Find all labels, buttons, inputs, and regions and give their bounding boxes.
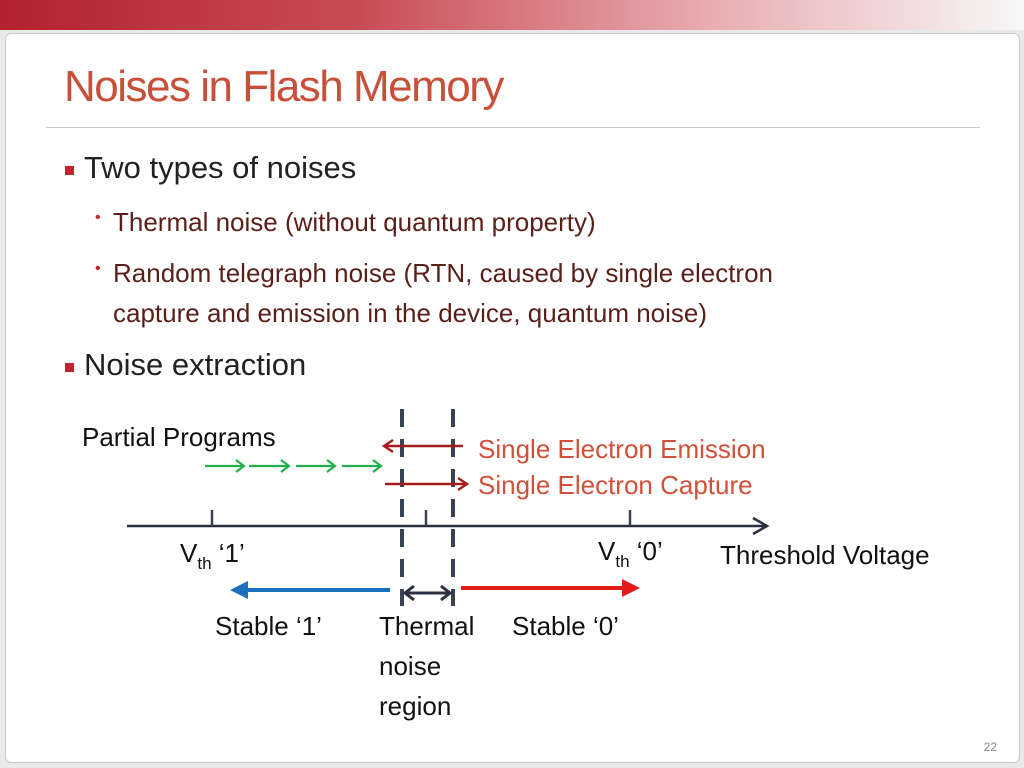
dot-bullet-icon: •: [95, 260, 101, 277]
single-electron-capture-label: Single Electron Capture: [478, 470, 753, 500]
vth-one-suffix: ‘1’: [218, 538, 245, 568]
thermal-label-line1: Thermal: [379, 611, 475, 641]
vth-one-label: Vth ‘1’: [180, 538, 245, 573]
thermal-label-line3: region: [379, 691, 452, 721]
top-gradient-bar: [0, 0, 1024, 30]
square-bullet-icon: [65, 166, 74, 175]
vth-base: V: [180, 538, 198, 568]
slide: Noises in Flash Memory Two types of nois…: [5, 33, 1020, 763]
thermal-region-double-arrow: [402, 584, 453, 602]
thermal-label-line2: noise: [379, 651, 442, 681]
bullet-two-types: Two types of noises: [84, 150, 357, 185]
emission-arrow: [381, 439, 463, 453]
bullet-noise-extraction: Noise extraction: [84, 347, 307, 382]
green-arrowhead-2: [280, 459, 291, 473]
dot-bullet-icon: •: [95, 209, 101, 226]
slide-title: Noises in Flash Memory: [64, 62, 504, 111]
capture-arrow: [385, 477, 470, 491]
title-divider: [46, 127, 980, 128]
threshold-voltage-axis-label: Threshold Voltage: [720, 540, 930, 570]
stable-zero-label: Stable ‘0’: [512, 611, 619, 641]
green-arrowhead-1: [235, 459, 246, 473]
green-arrowhead-3: [326, 459, 337, 473]
vth-subscript: th: [615, 552, 630, 571]
page-number: 22: [983, 740, 997, 754]
vth-subscript: th: [197, 554, 212, 573]
single-electron-emission-label: Single Electron Emission: [478, 434, 766, 464]
bullet-rtn-line1: Random telegraph noise (RTN, caused by s…: [113, 258, 773, 288]
green-arrowhead-4: [372, 459, 383, 473]
bullet-thermal-noise: Thermal noise (without quantum property): [113, 207, 596, 237]
axis-ticks: [210, 510, 632, 526]
vth-zero-suffix: ‘0’: [636, 536, 663, 566]
stable-zero-arrow: [461, 579, 640, 597]
threshold-voltage-axis: [127, 516, 770, 536]
stable-one-label: Stable ‘1’: [215, 611, 322, 641]
vth-base: V: [598, 536, 616, 566]
stable-one-arrow: [230, 581, 390, 599]
square-bullet-icon: [65, 363, 74, 372]
bullet-rtn-line2: capture and emission in the device, quan…: [113, 298, 708, 328]
vth-zero-label: Vth ‘0’: [598, 536, 663, 571]
partial-program-arrows: [205, 459, 383, 473]
partial-programs-label: Partial Programs: [82, 422, 276, 452]
